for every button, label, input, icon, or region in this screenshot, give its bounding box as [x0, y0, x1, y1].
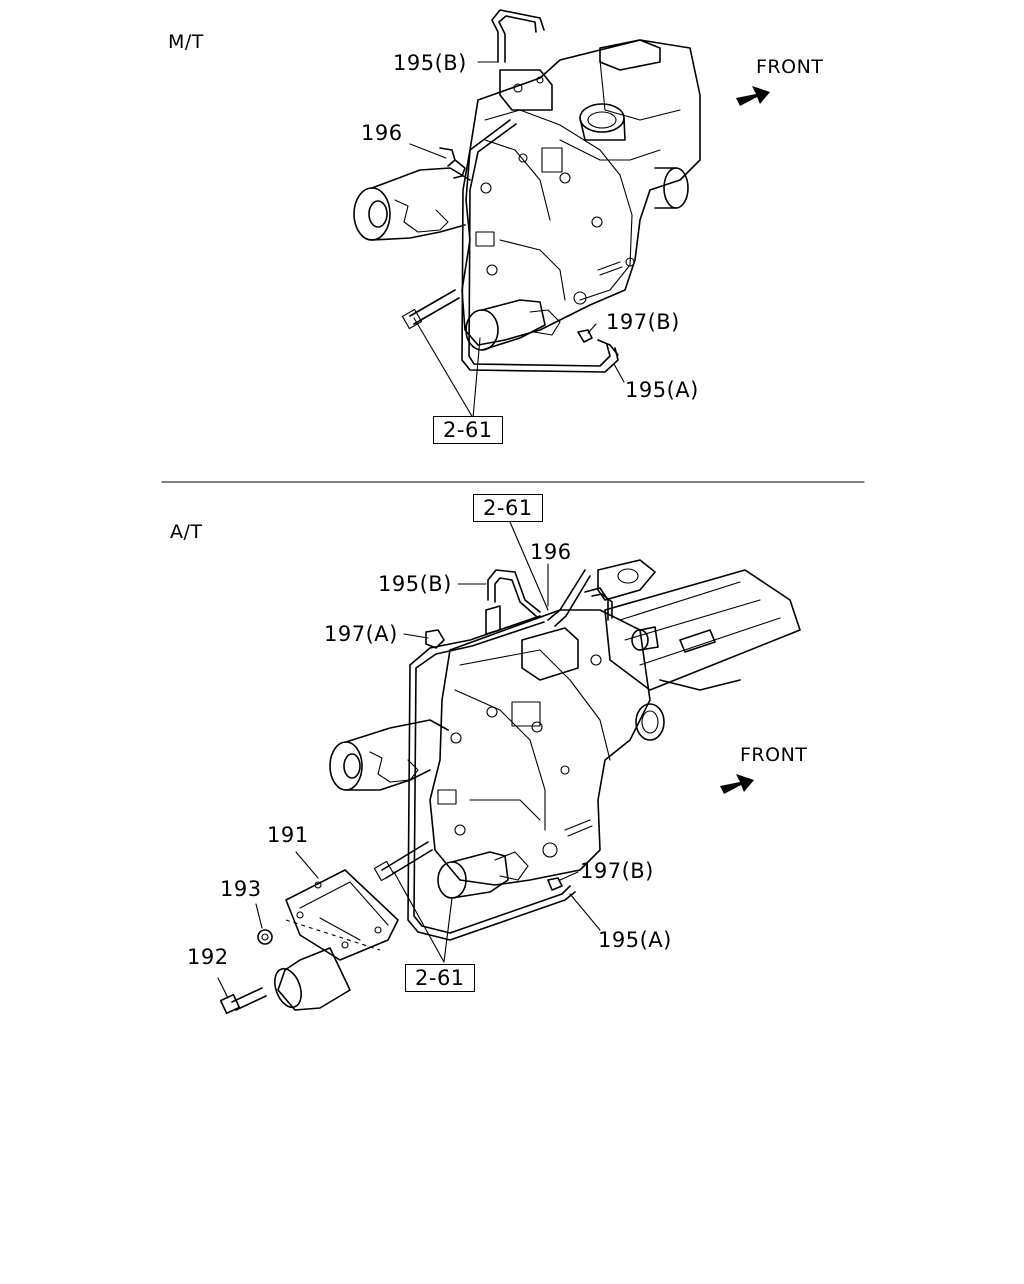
ref-box-2-61-mt[interactable]: 2-61 — [433, 416, 503, 444]
at-transfer-case-drawing — [219, 559, 801, 1015]
callout-195b-mt: 195(B) — [393, 51, 467, 75]
callout-197b-at: 197(B) — [580, 859, 654, 883]
section-title-at: A/T — [170, 521, 203, 543]
callout-196-at: 196 — [530, 540, 572, 564]
callout-191-at: 191 — [267, 823, 309, 847]
callout-195b-at: 195(B) — [378, 572, 452, 596]
callout-197a-at: 197(A) — [324, 622, 398, 646]
front-direction-label-mt: FRONT — [756, 56, 824, 78]
at-leader-lines — [217, 521, 601, 999]
callout-196-mt: 196 — [361, 121, 403, 145]
mt-leader-lines — [409, 61, 625, 419]
mt-transfer-case-drawing — [353, 9, 770, 373]
callout-195a-at: 195(A) — [598, 928, 672, 952]
callout-197b-mt: 197(B) — [606, 310, 680, 334]
callout-192-at: 192 — [187, 945, 229, 969]
front-direction-label-at: FRONT — [740, 744, 808, 766]
ref-box-2-61-at-bottom[interactable]: 2-61 — [405, 964, 475, 992]
section-title-mt: M/T — [168, 31, 204, 53]
callout-193-at: 193 — [220, 877, 262, 901]
callout-195a-mt: 195(A) — [625, 378, 699, 402]
ref-box-2-61-at-top[interactable]: 2-61 — [473, 494, 543, 522]
